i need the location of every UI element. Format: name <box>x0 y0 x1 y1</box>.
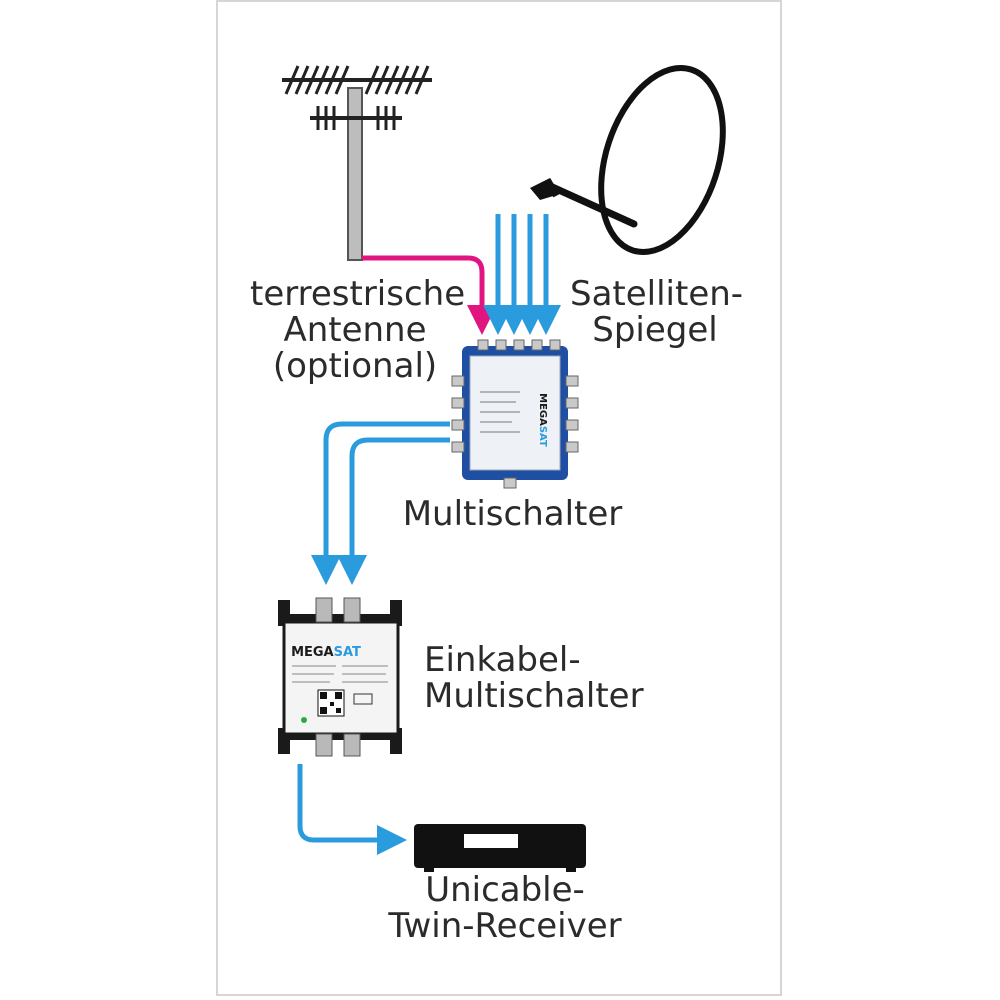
multiswitch-logo: MEGASAT <box>537 393 548 447</box>
qr-code-icon <box>317 689 345 717</box>
unicable-switch-device <box>278 597 402 757</box>
unicable-switch-label: Einkabel- Multischalter <box>424 640 644 716</box>
satellite-cables <box>483 214 561 335</box>
antenna-label: terrestrische Antenne (optional) <box>250 274 466 386</box>
unicable-switch-logo: MEGASAT <box>291 645 361 660</box>
multiswitch-label: Multischalter <box>402 494 623 534</box>
terrestrial-cable <box>362 255 497 335</box>
multiswitch-device <box>451 339 579 489</box>
receiver-cable <box>297 764 407 855</box>
terrestrial-antenna-icon <box>282 65 432 261</box>
multiswitch-output-cables <box>311 421 450 585</box>
receiver-device <box>414 824 586 872</box>
receiver-label: Unicable- Twin-Receiver <box>388 870 622 946</box>
dish-label: Satelliten- Spiegel <box>570 274 744 350</box>
satellite-dish-icon <box>530 65 726 255</box>
